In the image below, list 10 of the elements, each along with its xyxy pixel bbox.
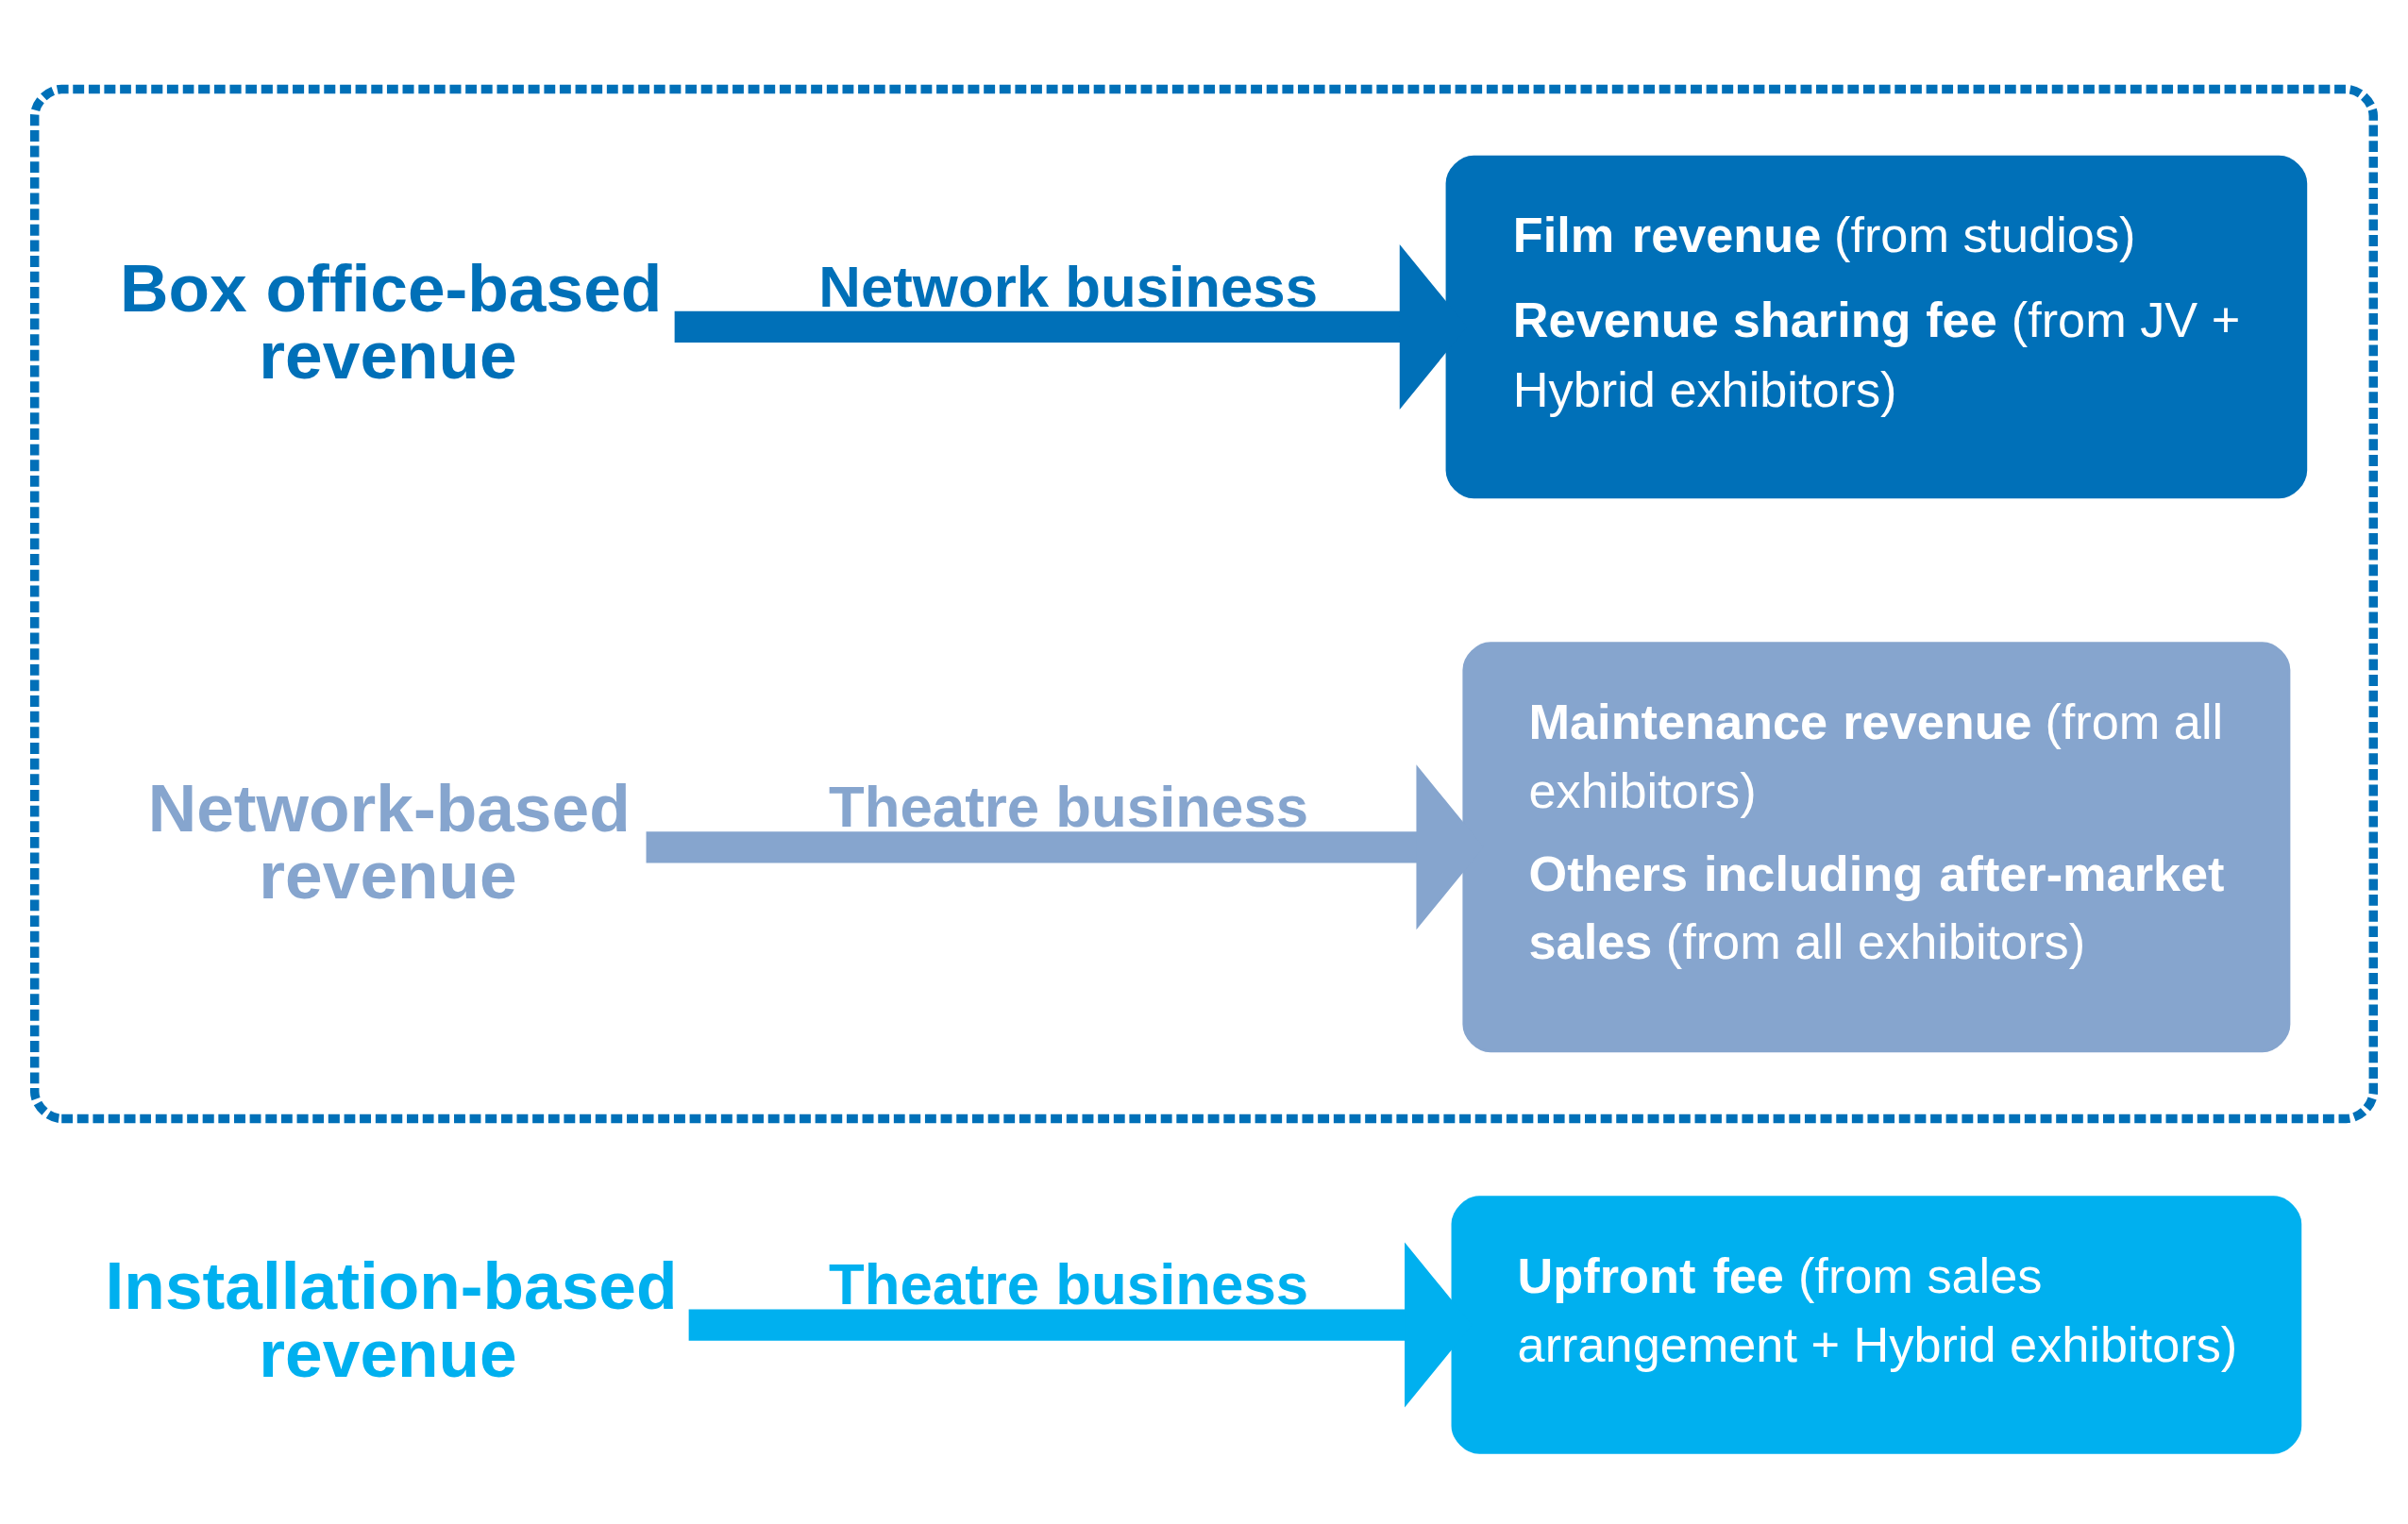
node-box: Upfront fee (from sales arrangement + Hybrid exhibitors) xyxy=(1451,1196,2302,1454)
edge-label: Theatre business xyxy=(829,773,1309,839)
cluster xyxy=(29,84,2379,1124)
node-box: Film revenue (from studios) Revenue sharing fee (from JV + Hybrid exhibitors) xyxy=(1445,155,2308,499)
node-box: Maintenance revenue (from all exhibitors) Others including after-market sales (from all exhibitors) xyxy=(1462,642,2291,1053)
node-text: Box office-based revenue xyxy=(120,249,663,394)
edge-label: Network business xyxy=(818,253,1319,319)
node-text: Installation-based revenue xyxy=(105,1248,678,1391)
edge-label: Theatre business xyxy=(829,1251,1309,1317)
node-text: Network-based revenue xyxy=(147,770,631,913)
